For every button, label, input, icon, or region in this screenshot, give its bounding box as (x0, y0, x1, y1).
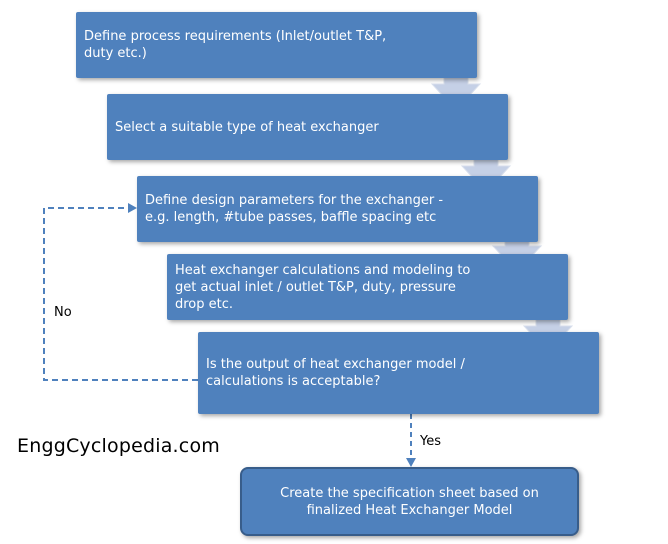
step-calculations-modeling: Heat exchanger calculations and modeling… (167, 254, 568, 320)
step-create-specification-sheet: Create the specification sheet based on … (240, 467, 579, 536)
step-text: Define design parameters for the exchang… (145, 193, 444, 225)
yes-label: Yes (420, 434, 441, 449)
step-select-exchanger-type: Select a suitable type of heat exchanger (107, 94, 508, 160)
no-label: No (54, 305, 72, 320)
site-watermark: EnggCyclopedia.com (17, 435, 220, 457)
step-define-design-parameters: Define design parameters for the exchang… (137, 176, 538, 242)
no-feedback-arrowhead (128, 203, 137, 213)
step-text: Is the output of heat exchanger model / … (206, 357, 465, 389)
step-text: Define process requirements (Inlet/outle… (84, 29, 387, 61)
step-text: Create the specification sheet based on … (280, 485, 539, 518)
step-output-acceptable-decision: Is the output of heat exchanger model / … (198, 332, 599, 414)
step-define-process-requirements: Define process requirements (Inlet/outle… (76, 12, 477, 78)
step-text: Select a suitable type of heat exchanger (115, 119, 379, 135)
no-feedback-line (43, 207, 198, 381)
step-text: Heat exchanger calculations and modeling… (175, 262, 471, 312)
yes-arrowhead (406, 458, 416, 467)
